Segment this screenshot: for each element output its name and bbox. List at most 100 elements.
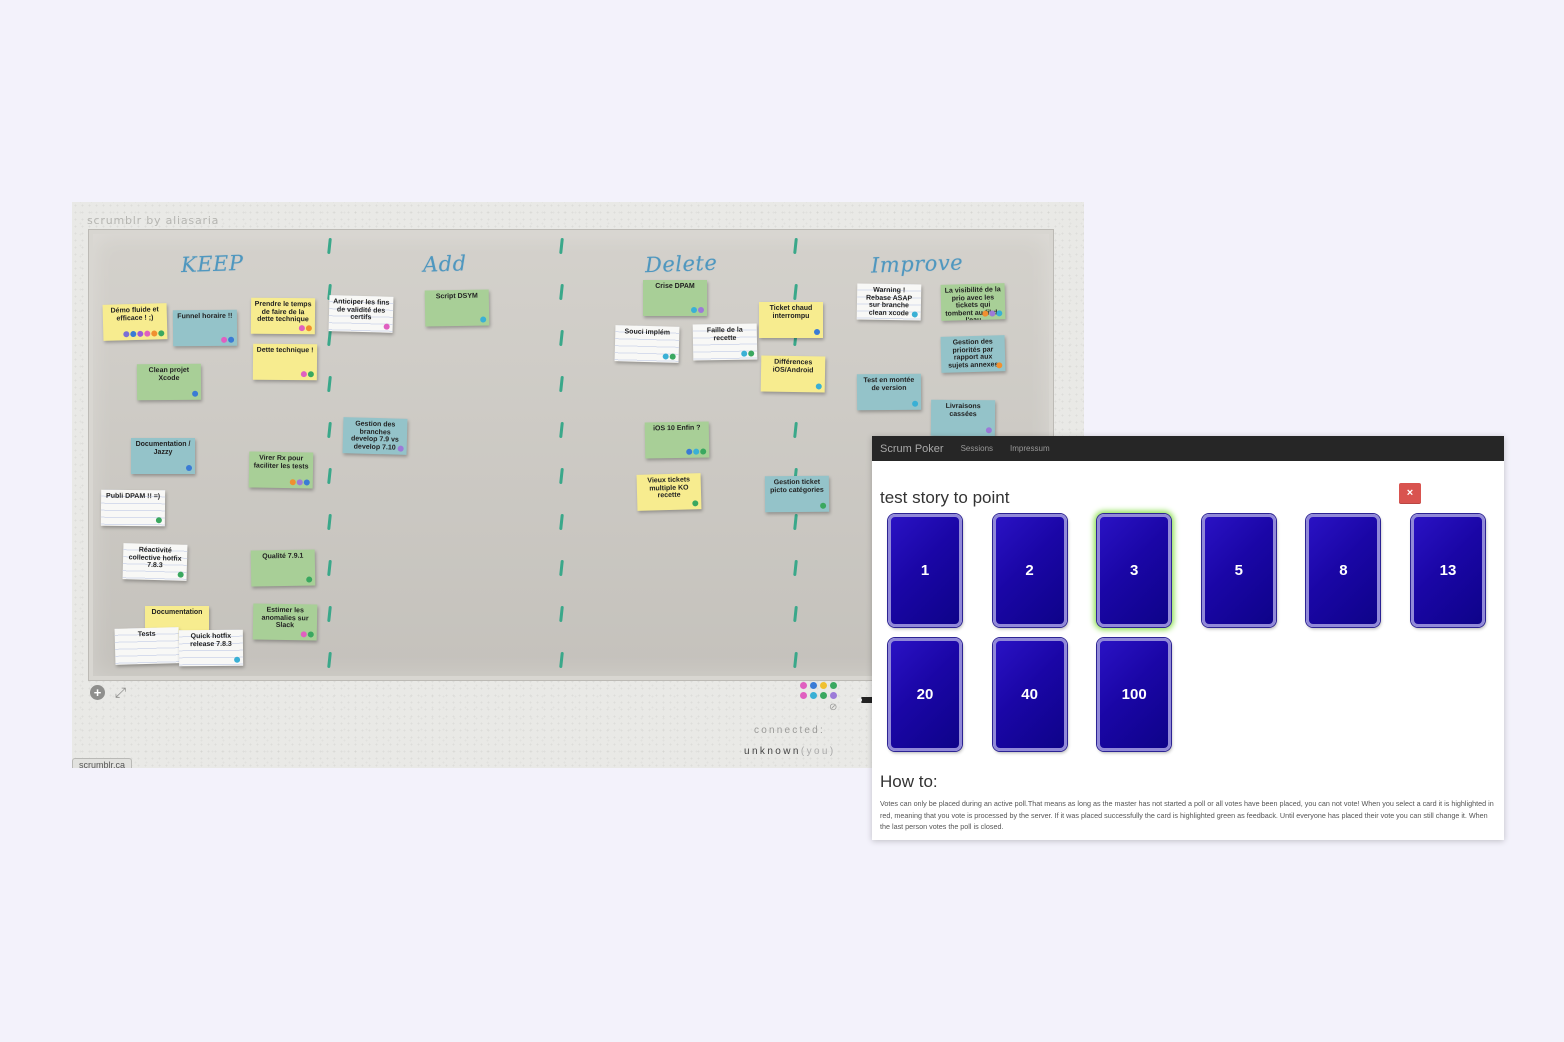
vote-dot[interactable]	[820, 502, 827, 509]
vote-dot[interactable]	[144, 330, 151, 337]
sticky-note[interactable]: Publi DPAM !! =)	[100, 489, 166, 527]
palette-color-dot[interactable]	[820, 692, 827, 699]
poker-card[interactable]: 2	[992, 514, 1067, 627]
poker-card[interactable]: 1	[888, 514, 962, 627]
sticky-note[interactable]: Anticiper les fins de validité des certi…	[328, 295, 394, 333]
sticky-note[interactable]: Qualité 7.9.1	[250, 549, 316, 587]
poker-card[interactable]: 40	[992, 638, 1067, 751]
sticky-note[interactable]: Vieux tickets multiple KO recette	[636, 473, 702, 511]
palette-color-dot[interactable]	[830, 692, 837, 699]
nav-brand[interactable]: Scrum Poker	[880, 442, 944, 455]
erase-icon[interactable]: ⊘	[829, 702, 838, 713]
vote-dot[interactable]	[130, 330, 137, 338]
vote-dot[interactable]	[692, 500, 699, 507]
sticky-note[interactable]: Gestion des branches develop 7.9 vs deve…	[342, 417, 408, 455]
column-header-delete[interactable]: Delete	[644, 250, 718, 278]
sticky-note[interactable]: Script DSYM	[424, 289, 490, 327]
poker-card[interactable]: 8	[1306, 514, 1381, 627]
vote-dot[interactable]	[289, 479, 296, 486]
vote-dot[interactable]	[155, 517, 162, 524]
vote-dot[interactable]	[686, 448, 693, 455]
poker-card[interactable]: 13	[1411, 514, 1485, 627]
palette-color-dot[interactable]	[800, 692, 807, 699]
poker-card[interactable]: 20	[888, 638, 962, 751]
sticky-note[interactable]: Virer Rx pour faciliter les tests	[248, 451, 314, 489]
connected-user[interactable]: unknown(you)	[744, 746, 836, 757]
column-header-keep[interactable]: KEEP	[180, 250, 244, 278]
vote-dot[interactable]	[815, 383, 822, 390]
nav-link-impressum[interactable]: Impressum	[1010, 444, 1050, 453]
vote-dot[interactable]	[186, 465, 192, 471]
sticky-note[interactable]: Ticket chaud interrompu	[759, 302, 823, 338]
sticky-note[interactable]: Estimer les anomalies sur Slack	[252, 603, 318, 641]
sticky-note[interactable]: Livraisons cassées	[930, 399, 996, 437]
column-header-add[interactable]: Add	[422, 251, 467, 277]
vote-dot[interactable]	[151, 330, 158, 337]
vote-dot[interactable]	[177, 571, 184, 578]
vote-dot[interactable]	[691, 307, 697, 313]
vote-dot[interactable]	[300, 371, 307, 378]
vote-dot[interactable]	[698, 307, 704, 313]
palette-color-dot[interactable]	[810, 692, 817, 699]
vote-dot[interactable]	[693, 448, 700, 455]
vote-dot[interactable]	[306, 576, 313, 583]
vote-dot[interactable]	[814, 329, 820, 335]
sticky-note[interactable]: Test en montée de version	[856, 373, 922, 411]
vote-dot[interactable]	[996, 310, 1003, 317]
palette-color-dot[interactable]	[820, 682, 827, 689]
sticky-note[interactable]: Dette technique !	[252, 343, 318, 381]
fullscreen-icon[interactable]: ⤢	[114, 684, 127, 700]
vote-dot[interactable]	[982, 310, 989, 317]
sticky-note[interactable]: Warning ! Rebase ASAP sur branche clean …	[856, 283, 922, 321]
sticky-note[interactable]: Clean projet Xcode	[136, 363, 202, 401]
vote-dot[interactable]	[307, 631, 314, 638]
vote-dot[interactable]	[137, 330, 144, 337]
vote-dot[interactable]	[911, 311, 918, 318]
vote-dot[interactable]	[158, 330, 165, 337]
sticky-note[interactable]: Gestion des priorités par rapport aux su…	[940, 335, 1006, 373]
vote-dot[interactable]	[296, 479, 303, 486]
vote-dot[interactable]	[748, 350, 755, 357]
vote-dot[interactable]	[123, 331, 130, 338]
sticky-note[interactable]: Gestion ticket picto catégories	[764, 475, 830, 513]
vote-dot[interactable]	[303, 479, 310, 486]
vote-dot[interactable]	[234, 656, 241, 663]
sticky-note[interactable]: Documentation / Jazzy	[131, 438, 195, 474]
vote-dot[interactable]	[989, 310, 996, 317]
sticky-note[interactable]: La visibilité de la prio avec les ticket…	[940, 283, 1006, 321]
sticky-note[interactable]: Crise DPAM	[643, 280, 707, 316]
vote-dot[interactable]	[298, 325, 305, 332]
poker-card[interactable]: 3	[1097, 514, 1172, 627]
palette-color-dot[interactable]	[800, 682, 807, 689]
vote-dot[interactable]	[912, 400, 919, 407]
sticky-note[interactable]: Démo fluide et efficace ! ;)	[102, 303, 168, 341]
vote-dot[interactable]	[996, 362, 1003, 369]
sticky-note[interactable]: Différences iOS/Android	[760, 355, 826, 393]
vote-dot[interactable]	[305, 325, 312, 332]
vote-dot[interactable]	[662, 353, 669, 360]
footer-tab[interactable]: scrumblr.ca	[72, 758, 133, 768]
palette-color-dot[interactable]	[810, 682, 817, 689]
vote-dot[interactable]	[228, 336, 235, 343]
sticky-note[interactable]: Faille de la recette	[692, 323, 758, 361]
sticky-note[interactable]: Quick hotfix release 7.8.3	[178, 629, 244, 667]
nav-link-sessions[interactable]: Sessions	[960, 444, 994, 453]
poker-card[interactable]: 100	[1097, 638, 1172, 751]
column-header-improve[interactable]: Improve	[870, 250, 964, 278]
vote-dot[interactable]	[700, 448, 707, 455]
vote-dot[interactable]	[397, 445, 404, 452]
sticky-note[interactable]: Prendre le temps de faire de la dette te…	[250, 297, 316, 335]
vote-dot[interactable]	[221, 336, 228, 343]
vote-dot[interactable]	[985, 427, 992, 434]
sticky-note[interactable]: Réactivité collective hotfix 7.8.3	[122, 543, 188, 581]
sticky-note[interactable]: iOS 10 Enfin ?	[644, 421, 710, 459]
sticky-note[interactable]: Tests	[114, 627, 180, 665]
close-button[interactable]: ×	[1399, 483, 1421, 504]
sticky-note[interactable]: Funnel horaire !!	[172, 309, 238, 347]
vote-dot[interactable]	[480, 316, 487, 323]
vote-dot[interactable]	[669, 353, 676, 360]
vote-dot[interactable]	[192, 390, 199, 397]
vote-dot[interactable]	[300, 631, 307, 638]
sticky-note[interactable]: Souci implém	[614, 325, 680, 363]
poker-card[interactable]: 5	[1201, 514, 1276, 627]
